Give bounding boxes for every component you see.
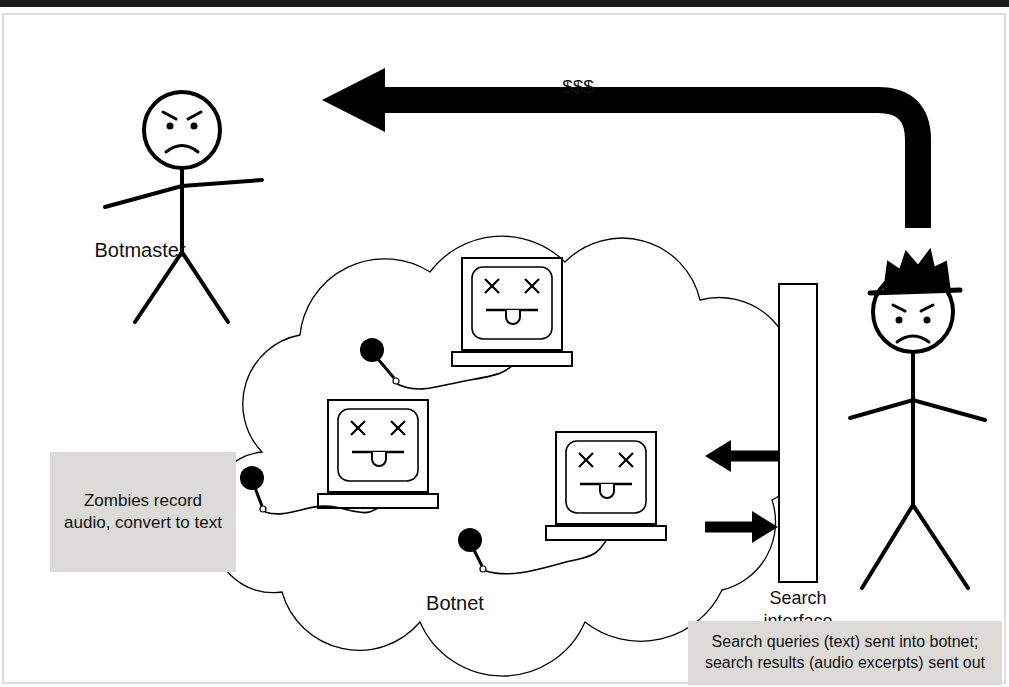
botmaster-figure <box>135 252 228 322</box>
customer-figure <box>850 250 985 588</box>
microphone <box>240 466 378 514</box>
search-interface: Search interface <box>778 283 818 583</box>
microphone <box>260 506 266 512</box>
illustration <box>546 432 666 540</box>
botmaster-figure <box>105 180 262 207</box>
figure-label: Botmaster <box>70 239 210 262</box>
arrow-shaft <box>705 522 754 533</box>
microphone <box>458 528 482 552</box>
customer-figure <box>896 317 903 324</box>
microphone <box>393 378 399 384</box>
botmaster-figure <box>166 146 198 153</box>
customer-figure <box>893 305 933 311</box>
botmaster-figure <box>163 112 201 119</box>
illustration <box>452 258 572 366</box>
botmaster-figure <box>191 123 198 130</box>
customer-figure <box>850 400 985 420</box>
node-text: Search queries (text) sent into botnet; … <box>696 632 994 674</box>
microphone <box>360 338 512 389</box>
money-label: $$$ <box>528 76 628 98</box>
money-arrow <box>382 100 918 228</box>
microphone <box>265 506 378 514</box>
frame <box>3 14 1005 683</box>
microphone <box>486 541 606 574</box>
block-arrow <box>705 440 778 472</box>
customer-figure <box>862 505 968 588</box>
botmaster-figure <box>105 92 262 322</box>
customer-figure <box>897 336 929 342</box>
money-arrow <box>322 68 385 132</box>
node-text: Zombies record audio, convert to text <box>60 490 226 534</box>
customer-figure <box>870 290 960 293</box>
arrow-shaft <box>729 451 778 462</box>
note-box: Zombies record audio, convert to text <box>50 452 236 572</box>
microphone <box>240 466 264 490</box>
note-box: Search queries (text) sent into botnet; … <box>688 621 1002 685</box>
botmaster-figure <box>144 92 220 168</box>
arrow-head <box>752 511 778 543</box>
node-text: Botnet <box>395 590 515 616</box>
arrow-head <box>705 440 731 472</box>
block-arrow <box>705 511 778 543</box>
customer-figure <box>911 352 915 505</box>
botnet-region: Botnet <box>205 250 705 625</box>
microphone <box>397 366 512 389</box>
botmaster-figure <box>167 123 174 130</box>
illustration <box>318 400 438 508</box>
botnet-cloud <box>212 236 811 676</box>
microphone <box>480 566 486 572</box>
money-arrow <box>322 68 918 228</box>
microphone <box>360 338 384 362</box>
customer-figure <box>924 317 931 324</box>
customer-figure <box>884 250 950 292</box>
top-bar <box>0 0 1009 7</box>
microphone <box>458 528 606 574</box>
